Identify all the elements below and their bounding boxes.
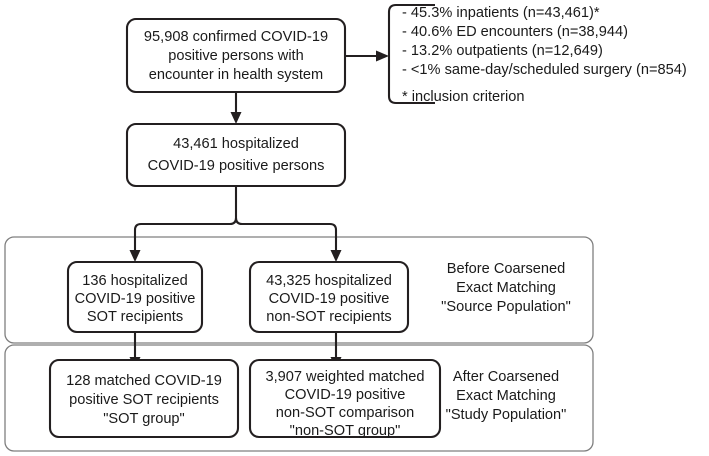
group-label-study-line-2: Exact Matching	[456, 388, 556, 404]
node-sot-source-line-2: COVID-19 positive	[75, 291, 196, 307]
node-nonsot-study-line-4: "non-SOT group"	[290, 423, 401, 439]
node-nonsot-source-line-1: 43,325 hospitalized	[266, 273, 392, 289]
arrowhead-cohort-to-breakdown	[376, 50, 389, 62]
node-cohort-total-line-1: 95,908 confirmed COVID-19	[144, 29, 328, 45]
breakdown-item-2: - 40.6% ED encounters (n=38,944)	[402, 24, 628, 40]
arrowhead-to-sot-source	[129, 250, 141, 262]
node-nonsot-study-line-1: 3,907 weighted matched	[265, 369, 424, 385]
node-cohort-total	[125, 17, 347, 94]
node-sot-study	[48, 358, 240, 439]
breakdown-item-1: - 45.3% inpatients (n=43,461)*	[402, 5, 600, 21]
node-sot-study-line-3: "SOT group"	[103, 411, 184, 427]
group-label-study-line-3: "Study Population"	[446, 407, 567, 423]
connector-hospitalized-split	[133, 186, 238, 250]
node-sot-study-line-1: 128 matched COVID-19	[66, 373, 222, 389]
node-hospitalized-line-1: 43,461 hospitalized	[173, 136, 299, 152]
node-sot-study-line-2: positive SOT recipients	[69, 392, 219, 408]
arrowhead-cohort-to-hospitalized	[230, 112, 242, 124]
group-label-source-line-3: "Source Population"	[441, 299, 571, 315]
node-cohort-total-line-3: encounter in health system	[149, 67, 323, 83]
group-label-study-line-1: After Coarsened	[453, 369, 559, 385]
group-container-source-population	[4, 236, 594, 344]
node-nonsot-study-line-3: non-SOT comparison	[276, 405, 414, 421]
arrowhead-to-nonsot-source	[330, 250, 342, 262]
node-nonsot-study	[248, 358, 442, 439]
node-nonsot-source-line-3: non-SOT recipients	[266, 309, 391, 325]
node-sot-source-line-1: 136 hospitalized	[82, 273, 187, 289]
group-label-source-line-1: Before Coarsened	[447, 261, 565, 277]
node-sot-source	[66, 260, 204, 334]
node-hospitalized	[125, 122, 347, 188]
node-sot-source-line-3: SOT recipients	[87, 309, 183, 325]
node-nonsot-source-line-2: COVID-19 positive	[269, 291, 390, 307]
breakdown-footnote: * inclusion criterion	[402, 89, 524, 105]
connector-hospitalized-split-right	[234, 217, 338, 250]
node-hospitalized-line-2: COVID-19 positive persons	[148, 158, 325, 174]
node-nonsot-source	[248, 260, 410, 334]
group-container-study-population	[4, 344, 594, 452]
breakdown-item-3: - 13.2% outpatients (n=12,649)	[402, 43, 603, 59]
breakdown-item-4: - <1% same-day/scheduled surgery (n=854)	[402, 62, 687, 78]
group-label-source-line-2: Exact Matching	[456, 280, 556, 296]
breakdown-bracket	[387, 3, 435, 105]
node-cohort-total-line-2: positive persons with	[168, 48, 303, 64]
node-nonsot-study-line-2: COVID-19 positive	[285, 387, 406, 403]
